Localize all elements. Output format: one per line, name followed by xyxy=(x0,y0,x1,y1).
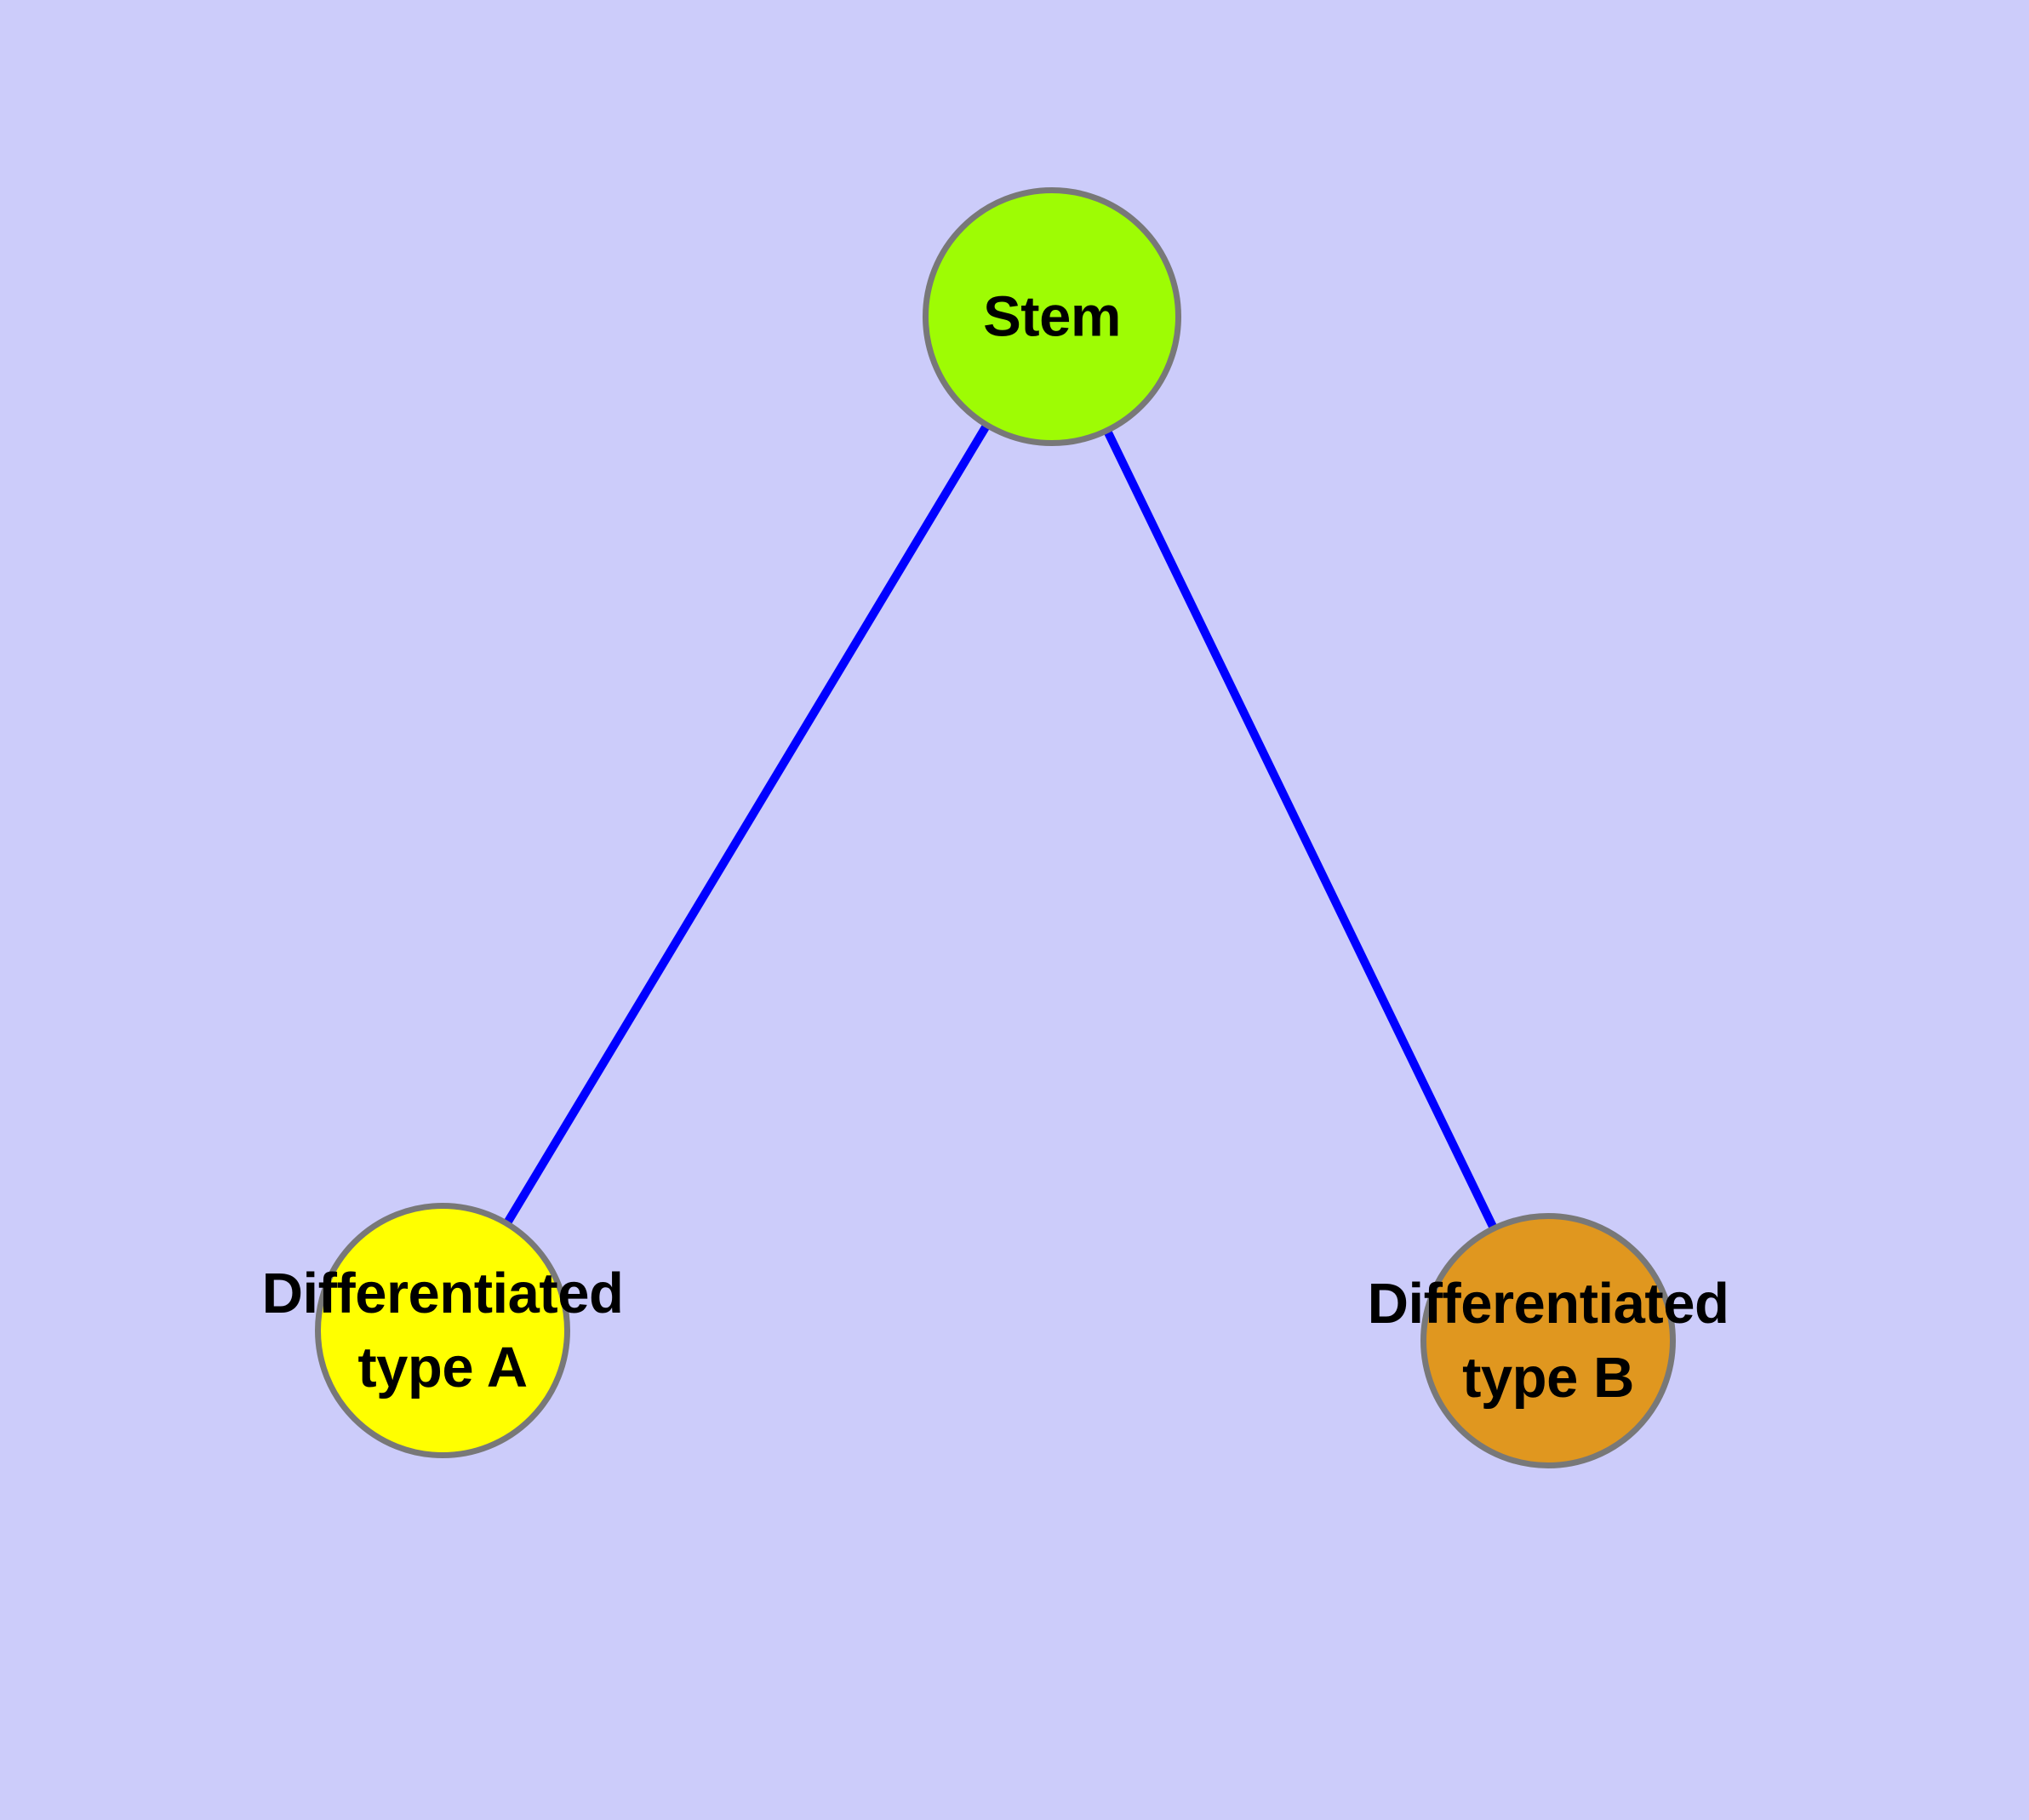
node-label-differentiated-type-b: Differentiated type B xyxy=(1367,1272,1729,1410)
node-differentiated-type-a[interactable] xyxy=(315,1203,570,1458)
node-differentiated-type-b[interactable] xyxy=(1420,1213,1676,1468)
node-label-differentiated-type-a: Differentiated type A xyxy=(261,1262,624,1399)
node-label-stem: Stem xyxy=(983,284,1121,349)
node-stem[interactable] xyxy=(923,187,1181,446)
edge-stem-to-diff-a xyxy=(438,314,1056,1333)
edge-stem-to-diff-b xyxy=(1048,314,1552,1343)
